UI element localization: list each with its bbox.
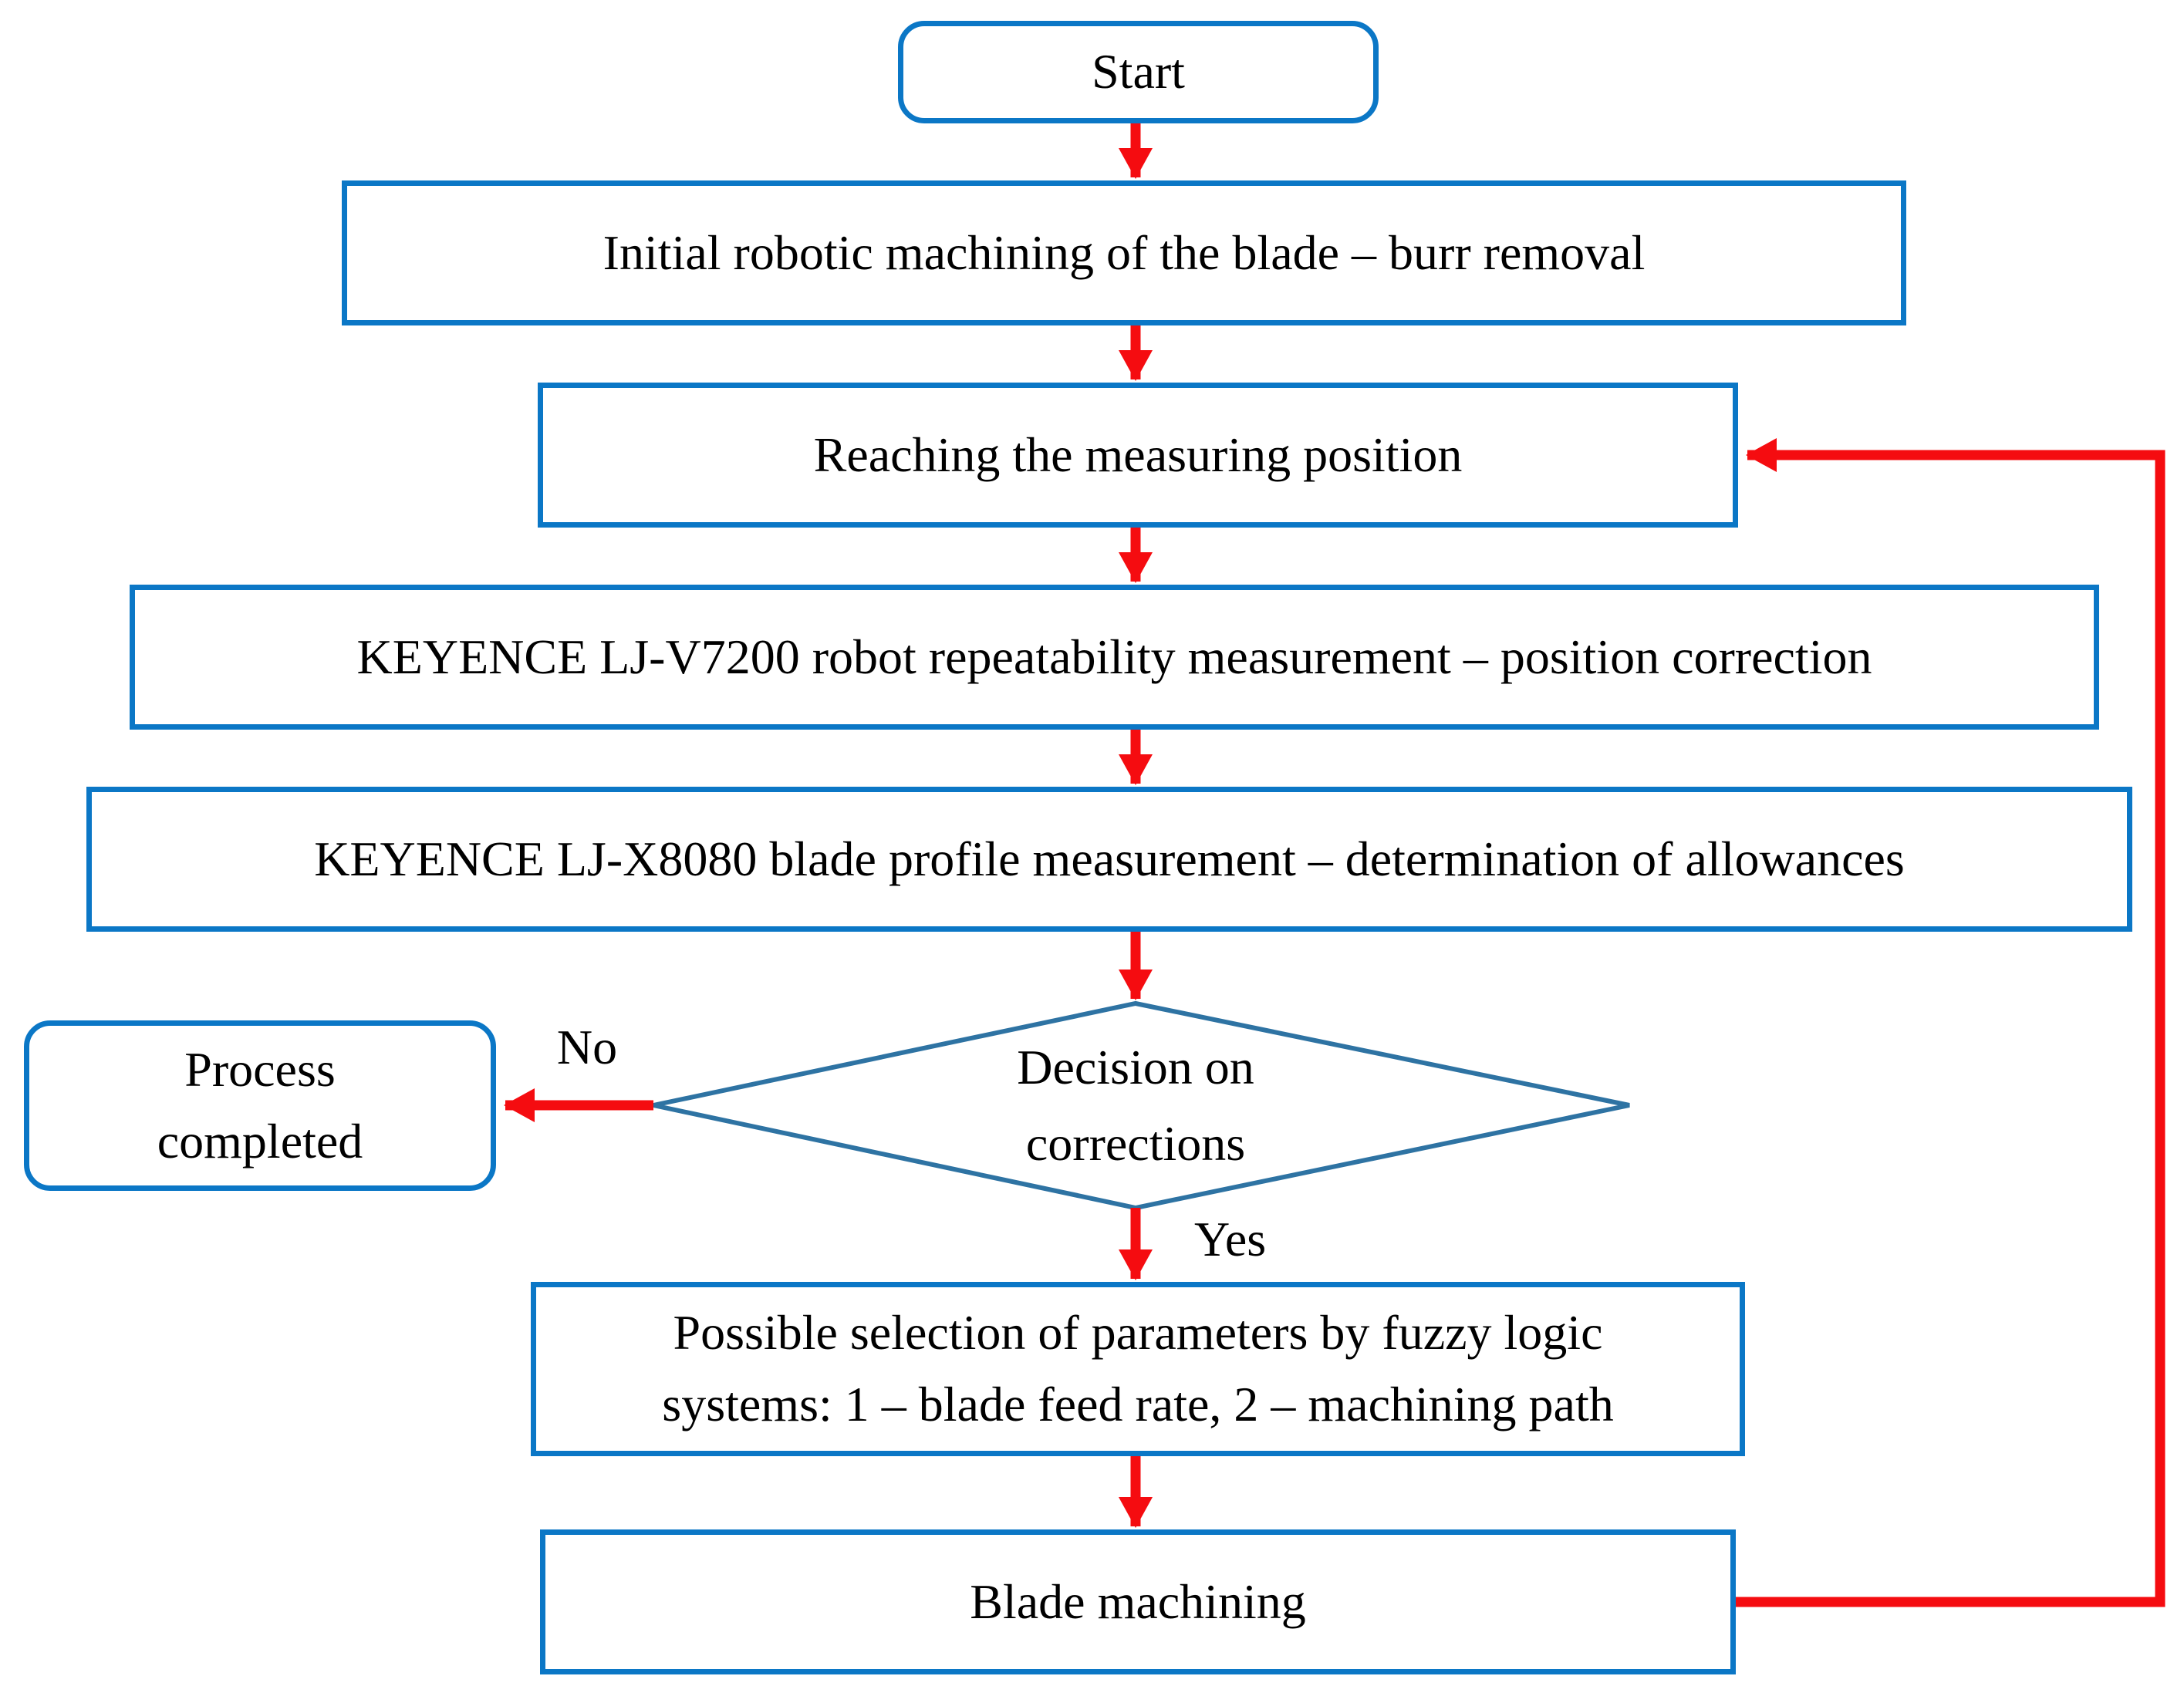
- decision-node-label-line1: Decision on: [1017, 1039, 1254, 1094]
- no-branch-label: No: [556, 1020, 618, 1074]
- initial-machining-node: Initial robotic machining of the blade –…: [342, 180, 1906, 325]
- fuzzy-selection-node-label-line1: Possible selection of parameters by fuzz…: [673, 1305, 1603, 1361]
- start-node-label: Start: [1092, 44, 1185, 99]
- arrow-feedback-blade-machining-to-reaching: [1736, 438, 2165, 1607]
- fuzzy-selection-node: Possible selection of parameters by fuzz…: [531, 1282, 1745, 1456]
- reaching-position-node: Reaching the measuring position: [538, 383, 1738, 528]
- decision-node-label: Decision on corrections: [788, 1017, 1483, 1194]
- initial-machining-node-label: Initial robotic machining of the blade –…: [603, 224, 1646, 280]
- ljx8080-measurement-node-label: KEYENCE LJ-X8080 blade profile measureme…: [314, 831, 1905, 886]
- blade-machining-node-label: Blade machining: [970, 1573, 1306, 1629]
- start-node: Start: [898, 21, 1379, 123]
- reaching-position-node-label: Reaching the measuring position: [813, 427, 1463, 482]
- yes-branch-label: Yes: [1194, 1212, 1267, 1266]
- ljv7200-measurement-node: KEYENCE LJ-V7200 robot repeatability mea…: [130, 585, 2099, 730]
- process-completed-node: Process completed: [24, 1020, 496, 1191]
- process-completed-node-label-line1: Process: [184, 1041, 336, 1097]
- decision-node-label-line2: corrections: [1025, 1116, 1246, 1171]
- ljx8080-measurement-node: KEYENCE LJ-X8080 blade profile measureme…: [86, 787, 2132, 932]
- ljv7200-measurement-node-label: KEYENCE LJ-V7200 robot repeatability mea…: [356, 629, 1872, 684]
- process-completed-node-label-line2: completed: [157, 1113, 363, 1168]
- fuzzy-selection-node-label-line2: systems: 1 – blade feed rate, 2 – machin…: [662, 1377, 1614, 1432]
- blade-machining-node: Blade machining: [540, 1529, 1736, 1674]
